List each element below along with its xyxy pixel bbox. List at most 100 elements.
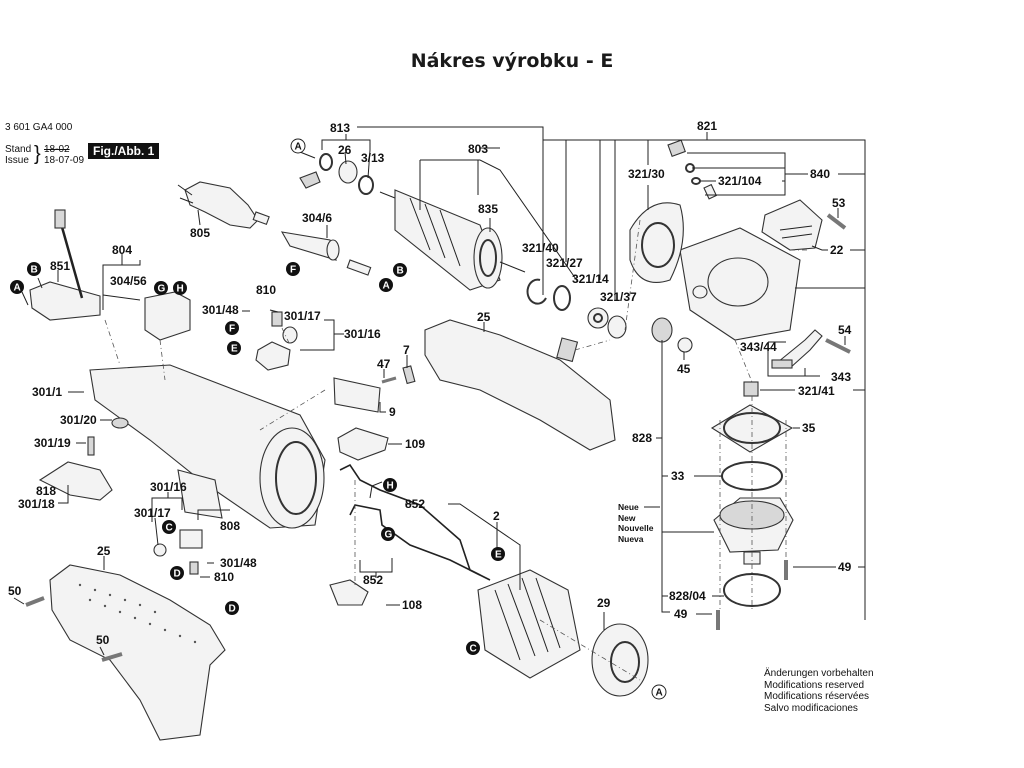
label-301-20: 301/20 <box>60 413 97 427</box>
label-301-16-lower: 301/16 <box>150 480 187 494</box>
label-321-14: 321/14 <box>572 272 609 286</box>
svg-text:C: C <box>470 644 477 655</box>
label-29: 29 <box>597 596 611 610</box>
stand-value: 18-02 <box>44 144 70 155</box>
svg-text:B: B <box>397 266 404 277</box>
label-45: 45 <box>677 362 691 376</box>
label-3-13: 3/13 <box>361 151 385 165</box>
label-301-48-lower: 301/48 <box>220 556 257 570</box>
modifications-note: Änderungen vorbehalten Modifications res… <box>764 668 874 714</box>
new-part-label: Neue New Nouvelle Nueva <box>618 502 653 544</box>
label-301-1: 301/1 <box>32 385 62 399</box>
svg-text:F: F <box>290 265 296 276</box>
part-plug <box>177 181 270 229</box>
new-en: New <box>618 512 636 523</box>
label-852-upper: 852 <box>405 497 425 511</box>
label-821: 821 <box>697 119 717 133</box>
label-50-a: 50 <box>8 584 22 598</box>
svg-text:H: H <box>387 481 394 492</box>
label-304-6: 304/6 <box>302 211 332 225</box>
label-25-lower: 25 <box>97 544 111 558</box>
label-49-right: 49 <box>838 560 852 574</box>
parts-artwork <box>25 139 851 741</box>
page-title: Nákres výrobku - E <box>410 50 614 72</box>
marker-g-1: G <box>154 281 168 295</box>
part-armature <box>379 189 526 291</box>
label-851: 851 <box>50 259 70 273</box>
label-321-104: 321/104 <box>718 174 762 188</box>
label-804: 804 <box>112 243 132 257</box>
svg-text:G: G <box>385 530 393 541</box>
part-number-labels: 813 26 3/13 803 835 805 304/6 804 851 30… <box>8 119 852 647</box>
svg-text:A: A <box>14 283 21 294</box>
label-304-56: 304/56 <box>110 274 147 288</box>
label-2: 2 <box>493 509 500 523</box>
label-835: 835 <box>478 202 498 216</box>
label-301-18: 301/18 <box>18 497 55 511</box>
leader-lines <box>13 126 866 656</box>
new-de: Neue <box>618 502 639 512</box>
issue-value: 18-07-09 <box>44 155 85 166</box>
note-de: Änderungen vorbehalten <box>764 668 874 679</box>
new-es: Nueva <box>618 533 644 544</box>
marker-a-2: A <box>379 278 393 292</box>
assembly-dash-lines <box>104 219 808 681</box>
marker-a-outline-1: A <box>290 138 306 154</box>
label-301-17-lower: 301/17 <box>134 506 171 520</box>
part-bevel-gear <box>713 497 794 565</box>
label-810: 810 <box>256 283 276 297</box>
connector-markers: A B G H F E A B F C D D H G E C A A <box>10 138 667 700</box>
svg-text:H: H <box>177 284 184 295</box>
marker-b-2: B <box>393 263 407 277</box>
part-auxiliary-handle <box>49 564 226 741</box>
svg-text:E: E <box>231 344 238 355</box>
label-321-40: 321/40 <box>522 241 559 255</box>
label-813: 813 <box>330 121 350 135</box>
label-321-37: 321/37 <box>600 290 637 304</box>
issue-label: Issue <box>5 155 29 166</box>
marker-f-2: F <box>225 321 239 335</box>
label-301-17: 301/17 <box>284 309 321 323</box>
label-828: 828 <box>632 431 652 445</box>
marker-c-2: C <box>466 641 480 655</box>
label-47: 47 <box>377 357 391 371</box>
label-808: 808 <box>220 519 240 533</box>
label-22: 22 <box>830 243 844 257</box>
svg-text:D: D <box>229 604 236 615</box>
marker-h-2: H <box>383 478 397 492</box>
label-805: 805 <box>190 226 210 240</box>
label-54: 54 <box>838 323 852 337</box>
note-es: Salvo modificaciones <box>764 702 858 714</box>
label-33: 33 <box>671 469 685 483</box>
svg-text:B: B <box>31 265 38 276</box>
label-35: 35 <box>802 421 816 435</box>
label-803: 803 <box>468 142 488 156</box>
label-840: 840 <box>810 167 830 181</box>
marker-h-1: H <box>173 281 187 295</box>
svg-text:F: F <box>229 324 235 335</box>
part-gear-housing <box>679 227 801 341</box>
brace: } <box>34 143 41 165</box>
marker-g-2: G <box>381 527 395 541</box>
part-cable-sleeve <box>280 231 337 261</box>
label-321-30: 321/30 <box>628 167 665 181</box>
label-9: 9 <box>389 405 396 419</box>
label-25-upper: 25 <box>477 310 491 324</box>
label-810-lower: 810 <box>214 570 234 584</box>
svg-text:A: A <box>383 281 390 292</box>
label-852-lower: 852 <box>363 573 383 587</box>
marker-a-1: A <box>10 280 24 294</box>
label-26: 26 <box>338 143 352 157</box>
label-343: 343 <box>831 370 851 384</box>
label-49-left: 49 <box>674 607 688 621</box>
part-field-coil <box>477 569 581 679</box>
marker-e-2: E <box>491 547 505 561</box>
svg-text:A: A <box>656 688 663 699</box>
label-301-48: 301/48 <box>202 303 239 317</box>
svg-text:E: E <box>495 550 502 561</box>
product-number: 3 601 GA4 000 <box>5 122 73 133</box>
marker-c-1: C <box>162 520 176 534</box>
label-828-04: 828/04 <box>669 589 706 603</box>
label-818: 818 <box>36 484 56 498</box>
